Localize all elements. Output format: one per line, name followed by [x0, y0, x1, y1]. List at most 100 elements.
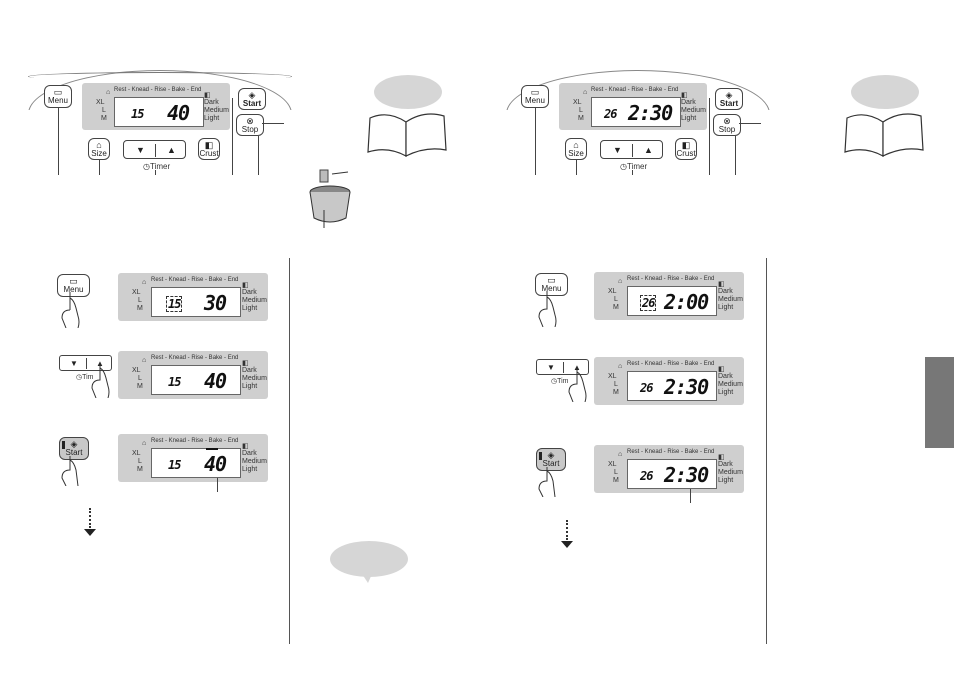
timer-buttons[interactable]: ▼ ▲: [600, 140, 663, 159]
size-button[interactable]: ⌂ Size: [565, 138, 587, 160]
bread-pan-icon: [309, 169, 351, 228]
loaf-icon: ⌂: [106, 89, 111, 96]
up-button[interactable]: ▲: [167, 145, 176, 155]
arrow-down-icon: [84, 529, 96, 536]
crust-button[interactable]: ◧ Crust: [675, 138, 697, 160]
callout-line: [735, 136, 736, 175]
pressing-hand-icon: [61, 292, 80, 328]
callout-line: [535, 108, 536, 175]
lcd-screen: 15 40: [151, 365, 241, 395]
down-button[interactable]: ▼: [547, 363, 555, 372]
lcd-panel: Rest - Knead - Rise - Bake - End ⌂ XL L …: [82, 83, 230, 130]
time-display: 40: [204, 452, 227, 476]
lcd-panel: Rest - Knead - Rise - Bake - End ⌂ XL L …: [559, 83, 707, 130]
start-indicator-light: [539, 452, 542, 460]
clock-icon: ◷: [143, 162, 150, 171]
lcd-screen: 15 40: [151, 448, 241, 478]
clock-icon: ◷: [76, 374, 83, 381]
stop-button[interactable]: ⊗ Stop: [713, 114, 741, 136]
loaf-icon: ⌂: [583, 89, 588, 96]
timer-label: ◷Timer: [143, 162, 171, 171]
stop-icon: ⊗: [723, 116, 731, 126]
callout-line: [632, 170, 633, 175]
lcd-screen: 26 2:30: [627, 459, 717, 489]
pressing-hand-icon: [538, 467, 556, 497]
book-icon: ▭: [547, 275, 556, 285]
clock-icon: ◷: [620, 162, 627, 171]
crust-icon: ◧: [204, 92, 211, 99]
start-icon: ◈: [248, 90, 256, 100]
loaf-icon: ⌂: [618, 363, 623, 370]
pressing-hand-icon: [91, 362, 110, 398]
timer-buttons[interactable]: ▼ ▲: [123, 140, 186, 159]
crust-icon: ◧: [242, 360, 249, 367]
time-display: 2:30: [664, 375, 709, 399]
time-display: 2:30: [664, 463, 709, 487]
pressing-hand-icon: [568, 366, 587, 402]
clock-icon: ◷: [551, 378, 558, 385]
speech-bubble: [851, 75, 919, 109]
stage-indicators: Rest - Knead - Rise - Bake - End: [114, 87, 202, 93]
callout-line: [739, 123, 761, 124]
timer-buttons[interactable]: ▼ ▲: [59, 355, 112, 371]
time-display: 40: [204, 369, 227, 393]
start-indicator-light: [62, 441, 65, 449]
lcd-panel: Rest - Knead - Rise - Bake - End ⌂ XL L …: [594, 445, 744, 493]
menu-number: 26: [604, 107, 617, 121]
menu-number: 26: [640, 469, 653, 483]
crust-icon: ◧: [681, 92, 688, 99]
pressing-hand-icon: [61, 456, 79, 486]
timer-label: ◷Tim: [551, 378, 569, 385]
timer-label: ◷Timer: [620, 162, 648, 171]
crust-icon: ◧: [718, 454, 725, 461]
callout-line: [58, 108, 59, 175]
crust-icon: ◧: [242, 443, 249, 450]
size-button[interactable]: ⌂ Size: [88, 138, 110, 160]
crust-icon: ◧: [718, 281, 725, 288]
time-display: 40: [167, 101, 190, 125]
start-icon: ◈: [70, 439, 78, 449]
callout-line: [709, 98, 710, 175]
speech-bubble: [330, 541, 408, 577]
stop-button[interactable]: ⊗ Stop: [236, 114, 264, 136]
lcd-screen: 15 40: [114, 97, 204, 127]
stop-icon: ⊗: [246, 116, 254, 126]
book-icon: [844, 113, 924, 158]
column-divider: [766, 258, 767, 644]
start-icon: ◈: [547, 450, 555, 460]
menu-button[interactable]: ▭ Menu: [57, 274, 90, 297]
dotted-arrow: [89, 508, 91, 528]
lcd-panel: Rest - Knead - Rise - Bake - End ⌂ XL L …: [594, 272, 744, 320]
up-button[interactable]: ▲: [644, 145, 653, 155]
start-button[interactable]: ◈ Start: [238, 88, 266, 110]
callout-line: [690, 489, 691, 503]
down-button[interactable]: ▼: [613, 145, 622, 155]
menu-button[interactable]: ▭ Menu: [44, 85, 72, 108]
speech-bubble: [374, 75, 442, 109]
callout-line: [155, 170, 156, 175]
loaf-icon: ⌂: [142, 357, 147, 364]
crust-button[interactable]: ◧ Crust: [198, 138, 220, 160]
loaf-icon: ⌂: [96, 140, 102, 150]
menu-button[interactable]: ▭ Menu: [535, 273, 568, 296]
lcd-panel: Rest - Knead - Rise - Bake - End ⌂ XL L …: [594, 357, 744, 405]
start-button[interactable]: ◈ Start: [715, 88, 743, 110]
menu-number: 15: [131, 107, 144, 121]
book-icon: [367, 113, 447, 158]
loaf-icon: ⌂: [142, 279, 147, 286]
menu-number-blinking: 26: [640, 295, 657, 311]
start-button[interactable]: ◈ Start: [59, 437, 89, 460]
menu-number: 15: [168, 458, 181, 472]
loaf-icon: ⌂: [573, 140, 579, 150]
callout-line: [262, 123, 284, 124]
start-button[interactable]: ◈ Start: [536, 448, 566, 471]
down-button[interactable]: ▼: [136, 145, 145, 155]
loaf-icon: ⌂: [142, 440, 147, 447]
menu-button[interactable]: ▭ Menu: [521, 85, 549, 108]
loaf-icon: ⌂: [618, 451, 623, 458]
callout-line: [99, 160, 100, 175]
down-button[interactable]: ▼: [70, 359, 78, 368]
menu-number-blinking: 15: [166, 296, 183, 312]
time-display: 2:00: [664, 290, 709, 314]
callout-line: [232, 98, 233, 175]
